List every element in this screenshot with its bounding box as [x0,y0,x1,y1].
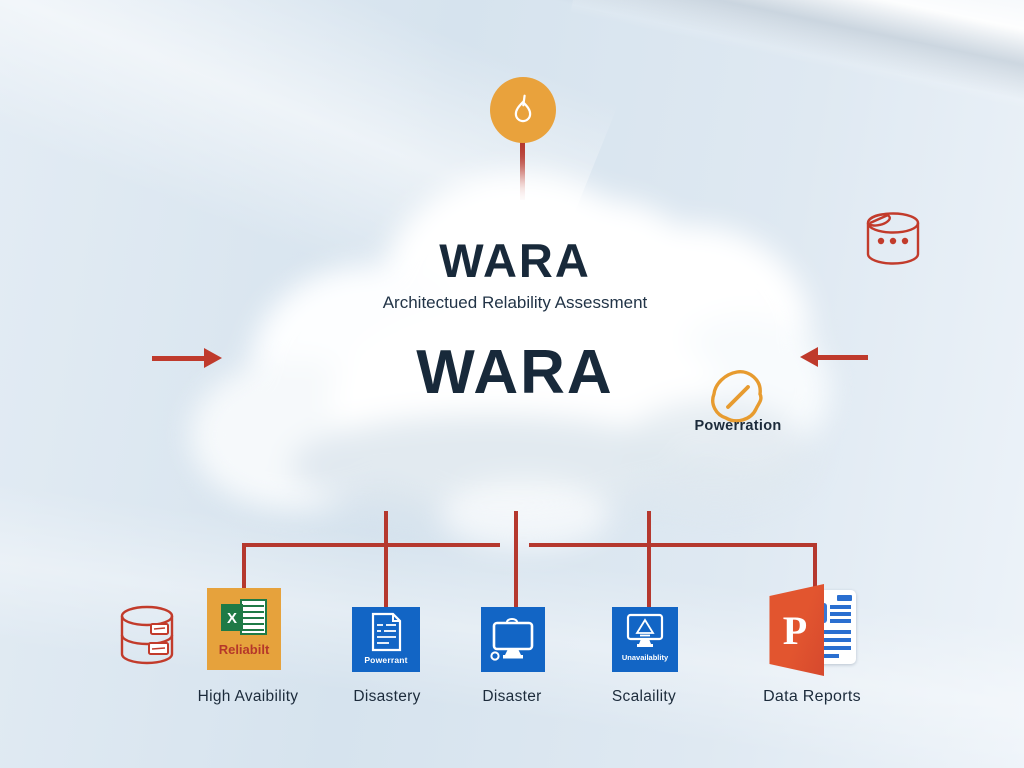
powerpoint-cover: P [769,584,824,676]
connector-v-left-drop [242,543,246,590]
connector-h-left [242,543,500,547]
power-icon-label: Powerration [694,418,782,434]
top-badge [490,77,556,143]
connector-top-stem [520,140,525,200]
light-streak-white [570,0,1024,163]
powerpoint-letter: P [782,607,808,653]
connector-v3 [647,511,651,608]
svg-text:X: X [227,610,237,627]
item-label-disaster: Disaster [482,688,542,705]
item-label-high-availability: High Avaibility [197,688,299,705]
excel-badge-text: Reliabilt [218,642,270,657]
connector-v1 [384,511,388,608]
document-icon: Powerrant [352,607,420,672]
database-stack-icon [114,602,180,679]
monitor-warning-icon: Unavailablity [612,607,678,672]
item-label-scalaility: Scalaility [611,688,677,705]
connector-v2 [514,511,518,608]
power-icon [706,366,768,433]
document-badge-text: Powerrant [364,655,408,665]
wara-title-small: WARA [439,234,591,287]
arrow-right-icon [152,348,222,368]
light-streak-gray [541,0,1024,161]
monitor-icon [481,607,545,672]
wara-title-large: WARA [416,338,614,407]
cloud: WARA Architectued Relability Assessment … [190,165,840,550]
lightbulb-icon [504,91,542,129]
powerpoint-icon: P [766,584,858,676]
item-label-disastery: Disastery [353,688,421,705]
wara-subtitle: Architectued Relability Assessment [382,293,648,312]
excel-icon: X Reliabilt [207,588,281,670]
item-label-data-reports: Data Reports [763,688,861,705]
connector-h-right [529,543,817,547]
connector-v-right-drop [813,543,817,587]
arrow-left-icon [800,347,870,367]
database-icon [858,208,926,279]
monitor-warning-badge-text: Unavailablity [621,653,669,662]
light-streak-orange [676,0,1024,46]
